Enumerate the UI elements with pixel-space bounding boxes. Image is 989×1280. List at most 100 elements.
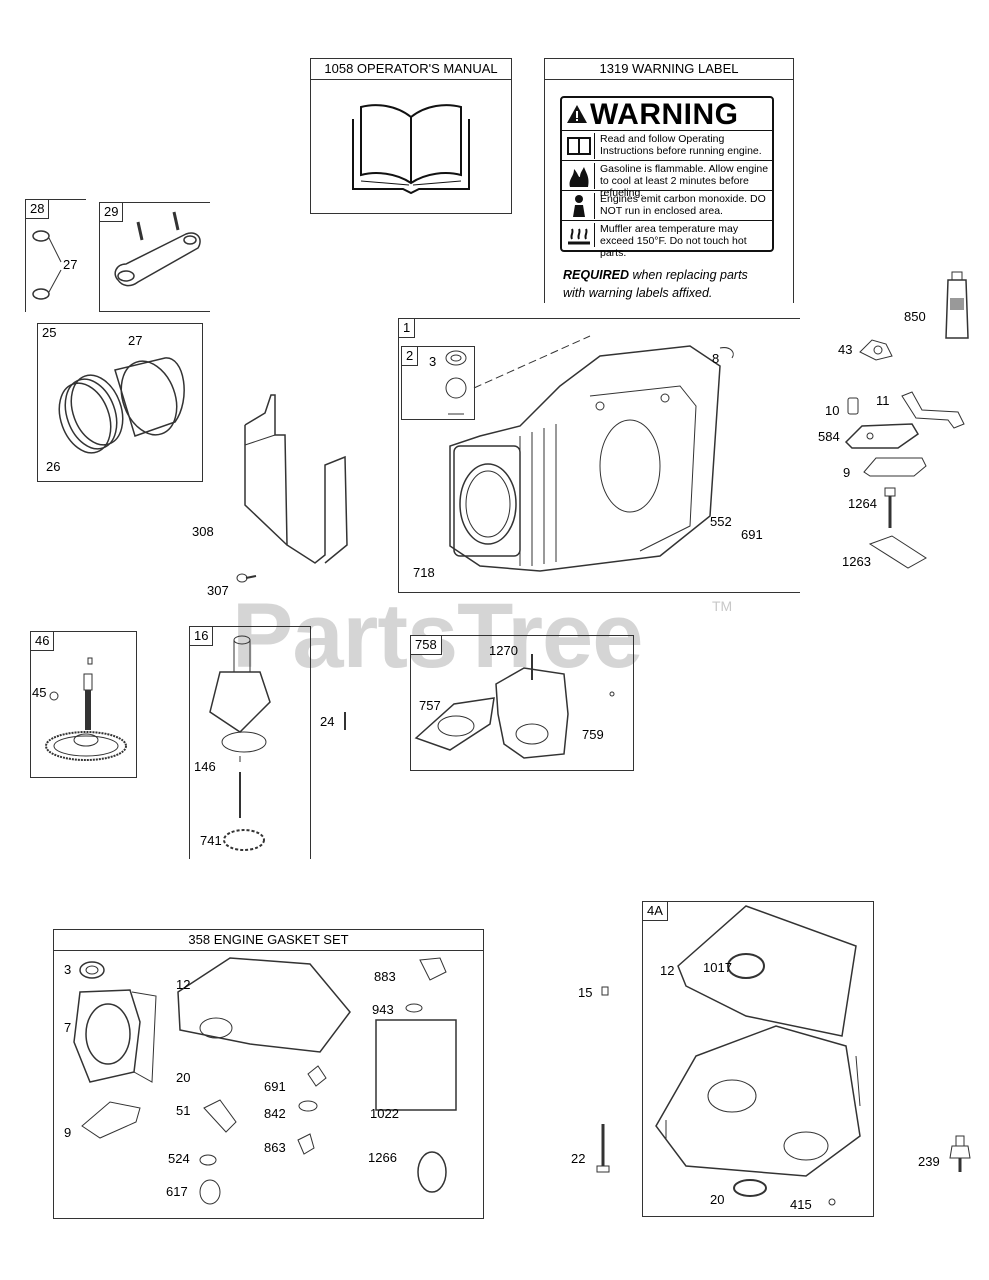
part-label-863: 863	[264, 1140, 286, 1155]
lock-ring-drawing	[32, 230, 62, 300]
gasket-set-box: 358 ENGINE GASKET SET	[53, 929, 484, 1219]
gasket-set-drawing	[73, 957, 457, 1205]
part-box-4a: 4A	[642, 901, 874, 1217]
part-label-415: 415	[790, 1197, 812, 1212]
part-label-146: 146	[194, 759, 216, 774]
required-line2: with warning labels affixed.	[563, 286, 713, 300]
part-label-308: 308	[192, 524, 214, 539]
part-box-1: 1	[398, 318, 800, 593]
part-label-552: 552	[710, 514, 732, 529]
part-label-1017: 1017	[703, 960, 732, 975]
part-label-12: 12	[176, 977, 191, 992]
open-book-icon	[352, 104, 470, 195]
part-tag-28: 28	[26, 200, 50, 219]
part-box-25: 25	[37, 323, 203, 482]
part-label-8: 8	[712, 351, 720, 366]
part-tag-46: 46	[31, 632, 55, 651]
warning-row-text: Engines emit carbon monoxide. DO NOT run…	[600, 193, 766, 217]
reed-plate-drawing	[868, 535, 927, 569]
part-tag-758: 758	[411, 636, 442, 655]
crankshaft-drawing	[209, 635, 271, 851]
manual-box: 1058 OPERATOR'S MANUAL	[310, 58, 512, 214]
part-label-45: 45	[32, 685, 47, 700]
part-label-11: 11	[876, 393, 890, 408]
warning-triangle-icon	[567, 105, 587, 123]
part-tag-25: 25	[38, 324, 61, 342]
part-label-584: 584	[818, 429, 840, 444]
part-label-3: 3	[64, 962, 72, 977]
crankcase-sump-drawing	[655, 905, 861, 1206]
warning-decal: WARNING Read and follow Operating Instru…	[560, 96, 774, 259]
breather-cover-drawing	[844, 423, 920, 449]
required-bold: REQUIRED	[563, 268, 629, 282]
required-note: REQUIRED when replacing parts with warni…	[563, 266, 748, 302]
part-label-9: 9	[64, 1125, 72, 1140]
oil-seal-drawing	[445, 350, 467, 415]
warning-row-fumes: Engines emit carbon monoxide. DO NOT run…	[562, 190, 772, 221]
part-box-29: 29	[99, 202, 210, 312]
bolt-icon	[884, 487, 896, 528]
warning-row-text: Muffler area temperature may exceed 150°…	[600, 223, 747, 259]
gasket-set-header: 358 ENGINE GASKET SET	[54, 930, 483, 951]
part-tag-1: 1	[399, 319, 416, 338]
part-label-7: 7	[64, 1020, 72, 1035]
part-label-842: 842	[264, 1106, 286, 1121]
part-label-1264: 1264	[848, 496, 877, 511]
warning-label-header: 1319 WARNING LABEL	[545, 59, 793, 80]
part-label-741: 741	[200, 833, 222, 848]
part-label-757: 757	[419, 698, 441, 713]
hot-surface-icon	[564, 223, 595, 247]
part-box-28: 28	[25, 199, 86, 312]
piston-rings-drawing	[58, 357, 185, 454]
flame-icon	[564, 163, 595, 189]
part-box-16: 16	[189, 626, 311, 859]
part-box-46: 46	[30, 631, 137, 778]
part-label-51: 51	[176, 1103, 191, 1118]
screw-icon	[236, 573, 257, 583]
part-label-27: 27	[63, 257, 78, 272]
engine-bracket-drawing	[244, 394, 348, 564]
person-fumes-icon	[564, 193, 595, 219]
part-label-883: 883	[374, 969, 396, 984]
part-label-1263: 1263	[842, 554, 871, 569]
camshaft-gear-drawing	[45, 657, 127, 761]
warning-title: WARNING	[590, 98, 739, 131]
manual-header: 1058 OPERATOR'S MANUAL	[311, 59, 511, 80]
part-label-524: 524	[168, 1151, 190, 1166]
part-label-3: 3	[429, 354, 437, 369]
sealant-tube-drawing	[945, 271, 969, 339]
warning-row-manual: Read and follow Operating Instructions b…	[562, 130, 772, 161]
dowel-icon	[601, 986, 609, 996]
part-label-26: 26	[46, 459, 61, 474]
part-label-307: 307	[207, 583, 229, 598]
part-label-759: 759	[582, 727, 604, 742]
part-label-20: 20	[176, 1070, 191, 1085]
trademark-mark: TM	[712, 598, 733, 614]
breather-tube-drawing	[901, 391, 965, 429]
oil-drain-plug-drawing	[949, 1135, 971, 1172]
part-box-2: 2	[401, 346, 475, 420]
part-label-239: 239	[918, 1154, 940, 1169]
part-label-20: 20	[710, 1192, 725, 1207]
valve-cover-drawing	[414, 654, 615, 759]
part-box-758: 758	[410, 635, 634, 771]
breather-gasket-drawing	[863, 457, 927, 477]
part-label-1022: 1022	[370, 1106, 399, 1121]
part-label-1270: 1270	[489, 643, 518, 658]
warning-row-text: Gasoline is flammable. Allow engine to c…	[600, 163, 769, 199]
part-tag-29: 29	[100, 203, 124, 222]
part-label-718: 718	[413, 565, 435, 580]
part-label-27: 27	[128, 333, 143, 348]
part-label-617: 617	[166, 1184, 188, 1199]
part-label-24: 24	[320, 714, 335, 729]
warning-label-box: 1319 WARNING LABEL	[544, 58, 794, 303]
part-label-15: 15	[578, 985, 593, 1000]
part-label-691: 691	[741, 527, 763, 542]
pin-icon	[344, 712, 346, 730]
part-tag-16: 16	[190, 627, 214, 646]
part-label-9: 9	[843, 465, 851, 480]
part-tag-2: 2	[402, 347, 419, 366]
part-label-12: 12	[660, 963, 675, 978]
warning-row-hot: Muffler area temperature may exceed 150°…	[562, 220, 772, 259]
part-label-22: 22	[571, 1151, 586, 1166]
